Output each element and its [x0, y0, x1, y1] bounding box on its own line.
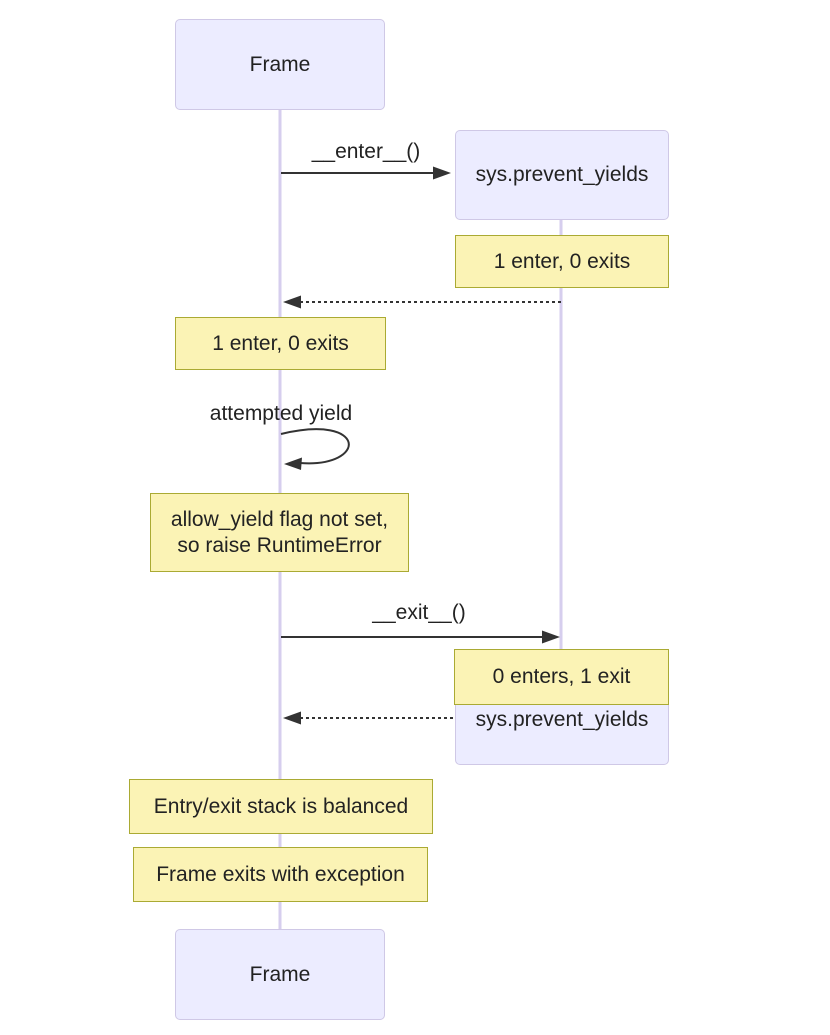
- actor-sys-bottom-label: sys.prevent_yields: [475, 708, 649, 731]
- actor-frame-bottom: Frame: [175, 929, 385, 1020]
- note-frame-after-enter: 1 enter, 0 exits: [175, 317, 386, 370]
- self-loop-curve: [280, 428, 350, 465]
- self-loop-label: attempted yield: [209, 402, 353, 425]
- note-sys-after-enter: 1 enter, 0 exits: [455, 235, 669, 288]
- actor-frame-top-label: Frame: [249, 52, 311, 76]
- actor-sys-top: sys.prevent_yields: [455, 130, 669, 220]
- actor-sys-top-label: sys.prevent_yields: [475, 163, 649, 186]
- enter-arrowhead-icon: [433, 166, 451, 180]
- note-frame-exception: Frame exits with exception: [133, 847, 428, 902]
- exit-message-label: __exit__(): [372, 601, 466, 624]
- exit-arrowhead-icon: [542, 630, 560, 644]
- note-sys-after-exit: 0 enters, 1 exit: [454, 649, 669, 705]
- self-loop-arrowhead-icon: [284, 457, 302, 470]
- enter-return-arrowhead-icon: [283, 295, 301, 309]
- note-stack-balanced: Entry/exit stack is balanced: [129, 779, 433, 834]
- enter-message-label: __enter__(): [311, 140, 421, 163]
- actor-frame-top: Frame: [175, 19, 385, 110]
- note-yield-error: allow_yield flag not set, so raise Runti…: [150, 493, 409, 572]
- exit-return-arrowhead-icon: [283, 711, 301, 725]
- actor-frame-bottom-label: Frame: [249, 962, 311, 986]
